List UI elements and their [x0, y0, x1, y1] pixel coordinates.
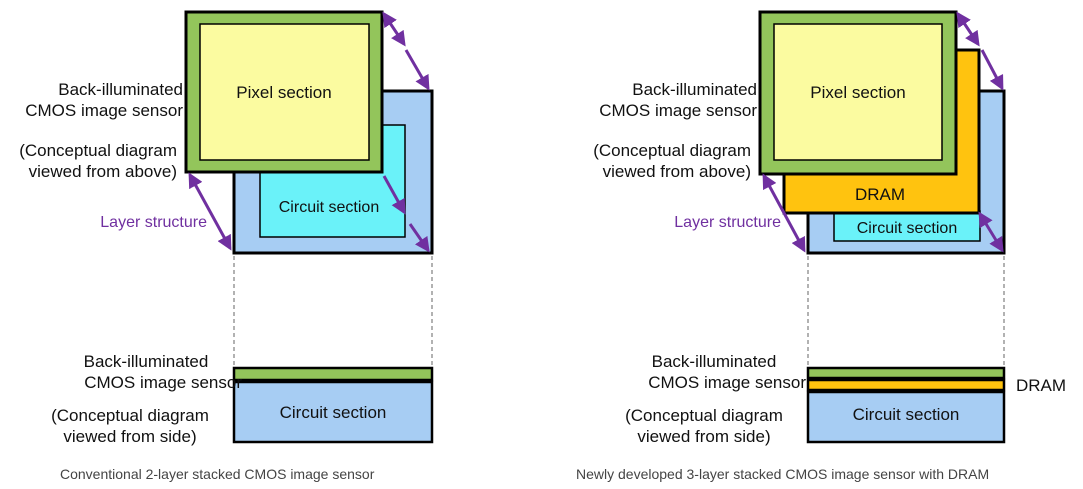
left-arrow-top: [382, 11, 406, 47]
right-side-circuit-layer: [806, 390, 1006, 444]
right-side-green-layer: [806, 366, 1006, 380]
left-top-sensor-label-line2: CMOS image sensor: [25, 101, 183, 120]
left-arrow-bottom-left: [188, 172, 232, 251]
right-top-view-label-line2: viewed from above): [602, 162, 751, 181]
left-top-view-label-line1: (Conceptual diagram: [19, 141, 177, 160]
right-layer-structure-label: Layer structure: [674, 214, 781, 231]
left-side-view-label-line2: viewed from side): [63, 427, 197, 446]
left-side-circuit-text: Circuit section: [280, 403, 387, 422]
left-side-sensor-label-line2: CMOS image sensor: [84, 373, 242, 392]
left-arrow-bottom-right-2: [408, 223, 430, 253]
left-side-view-label-line1: (Conceptual diagram: [51, 406, 209, 425]
left-top-sensor-label: Back-illuminated CMOS image sensor: [25, 79, 183, 121]
right-top-sensor-label-line1: Back-illuminated: [632, 80, 757, 99]
right-side-view-label-line1: (Conceptual diagram: [625, 406, 783, 425]
right-side-view-label-line2: viewed from side): [637, 427, 771, 446]
left-top-view: Circuit section Pixel section: [184, 10, 434, 366]
right-side-view: Circuit section: [806, 366, 1006, 444]
right-arrow-bottom-left: [762, 173, 806, 253]
left-side-green-layer: [232, 366, 434, 382]
left-arrow-mid: [404, 49, 430, 91]
right-dram-text: DRAM: [855, 185, 905, 204]
left-layer-structure-label: Layer structure: [100, 214, 207, 231]
right-top-sensor-label-line2: CMOS image sensor: [599, 101, 757, 120]
right-top-view-label-line1: (Conceptual diagram: [593, 141, 751, 160]
right-arrow-top-1: [956, 11, 980, 47]
left-caption: Conventional 2-layer stacked CMOS image …: [60, 466, 375, 482]
right-pixel-section-box: [773, 23, 943, 161]
right-side-circuit-text: Circuit section: [853, 405, 960, 424]
right-pixel-section-text: Pixel section: [810, 83, 905, 102]
right-arrow-bottom-right: [978, 211, 1004, 253]
left-side-sensor-label-line1: Back-illuminated: [83, 352, 209, 371]
left-side-sensor-label: Back-illuminated CMOS image sensor: [42, 351, 242, 393]
right-side-sensor-label: Back-illuminated CMOS image sensor: [616, 351, 806, 393]
right-side-sensor-label-line2: CMOS image sensor: [648, 373, 806, 392]
left-top-view-label: (Conceptual diagram viewed from above): [19, 140, 177, 182]
left-top-sensor-label-line1: Back-illuminated: [58, 80, 183, 99]
right-top-view-label: (Conceptual diagram viewed from above): [593, 140, 751, 182]
left-pixel-section-box: [199, 23, 370, 161]
left-arrow-bottom-right: [382, 175, 406, 215]
left-side-view: Circuit section: [232, 366, 434, 444]
left-side-circuit-layer: [232, 380, 434, 444]
left-side-view-label: (Conceptual diagram viewed from side): [40, 405, 220, 447]
right-circuit-section-text: Circuit section: [857, 220, 957, 237]
right-side-view-label: (Conceptual diagram viewed from side): [614, 405, 794, 447]
right-caption: Newly developed 3-layer stacked CMOS ima…: [576, 466, 990, 482]
right-arrow-top-2: [980, 49, 1004, 91]
left-circuit-section-text: Circuit section: [279, 199, 379, 216]
left-top-view-label-line2: viewed from above): [28, 162, 177, 181]
right-circuit-section-box: [833, 210, 981, 242]
right-top-sensor-label: Back-illuminated CMOS image sensor: [599, 79, 757, 121]
right-side-dram-label: DRAM: [1016, 376, 1067, 395]
right-side-dram-layer: [806, 378, 1006, 392]
left-pixel-section-text: Pixel section: [236, 83, 331, 102]
right-top-view: Circuit section DRAM Pixel section: [758, 10, 1006, 366]
right-side-sensor-label-line1: Back-illuminated: [651, 352, 777, 371]
